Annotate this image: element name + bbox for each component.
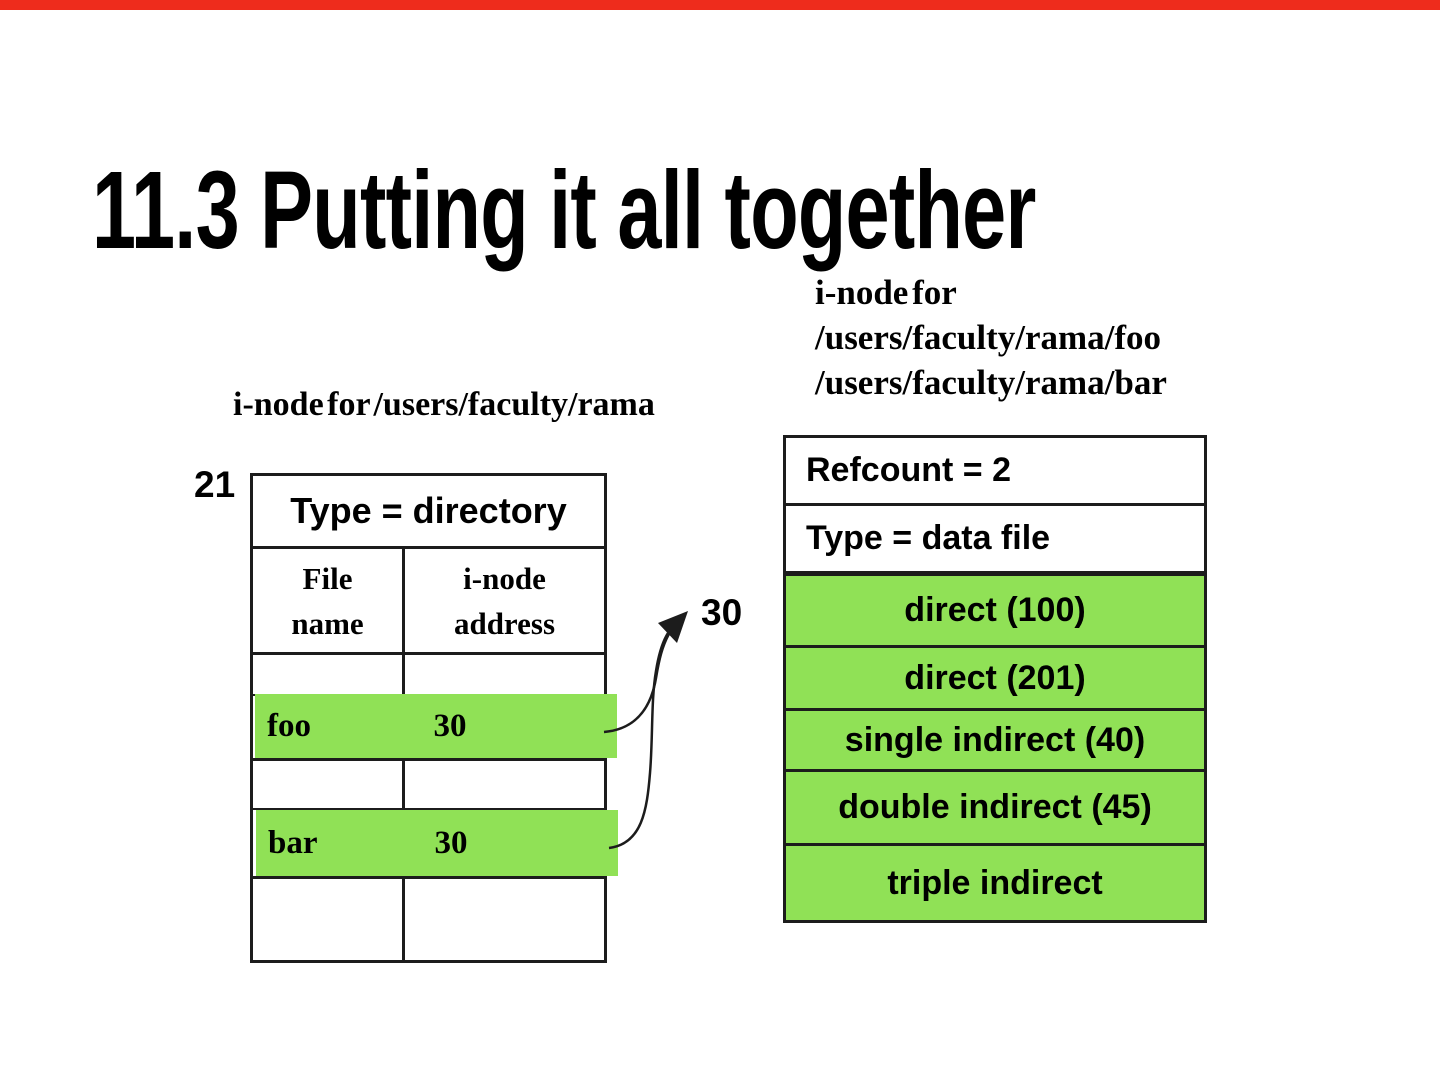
column-header-file-name: File name [291, 561, 364, 641]
file-name-bar: bar [268, 824, 318, 861]
row-line [253, 808, 604, 810]
inode-address-bar: 30 [434, 824, 468, 861]
file-inode-table: Refcount = 2 Type = data file direct (10… [783, 435, 1207, 923]
double-indirect-row: double indirect (45) [786, 772, 1204, 846]
directory-inode-number: 21 [194, 464, 236, 505]
row-line [253, 876, 604, 879]
directory-inode-heading: i-node for /users/faculty/rama [233, 386, 655, 423]
row-line [253, 652, 604, 655]
table-row-foo: foo 30 [255, 694, 617, 758]
slide-title: 11.3 Putting it all together [92, 148, 1036, 272]
file-name-foo: foo [267, 707, 311, 744]
type-row: Type = data file [786, 506, 1204, 576]
triple-indirect-row: triple indirect [786, 846, 1204, 920]
direct-block-row-1: direct (100) [786, 576, 1204, 648]
direct-block-row-2: direct (201) [786, 648, 1204, 711]
table-row-bar: bar 30 [256, 810, 618, 876]
single-indirect-row: single indirect (40) [786, 711, 1204, 772]
file-inode-heading: i-node for /users/faculty/rama/foo /user… [815, 273, 1167, 402]
pointer-target-inode-number: 30 [701, 592, 743, 633]
top-accent-bar [0, 0, 1440, 10]
directory-type-box: Type = directory [250, 473, 607, 549]
row-line [253, 758, 604, 761]
refcount-row: Refcount = 2 [786, 438, 1204, 506]
column-header-inode-address: i-node address [453, 561, 556, 641]
arrowhead-icon [658, 611, 688, 643]
inode-address-foo: 30 [433, 707, 467, 744]
